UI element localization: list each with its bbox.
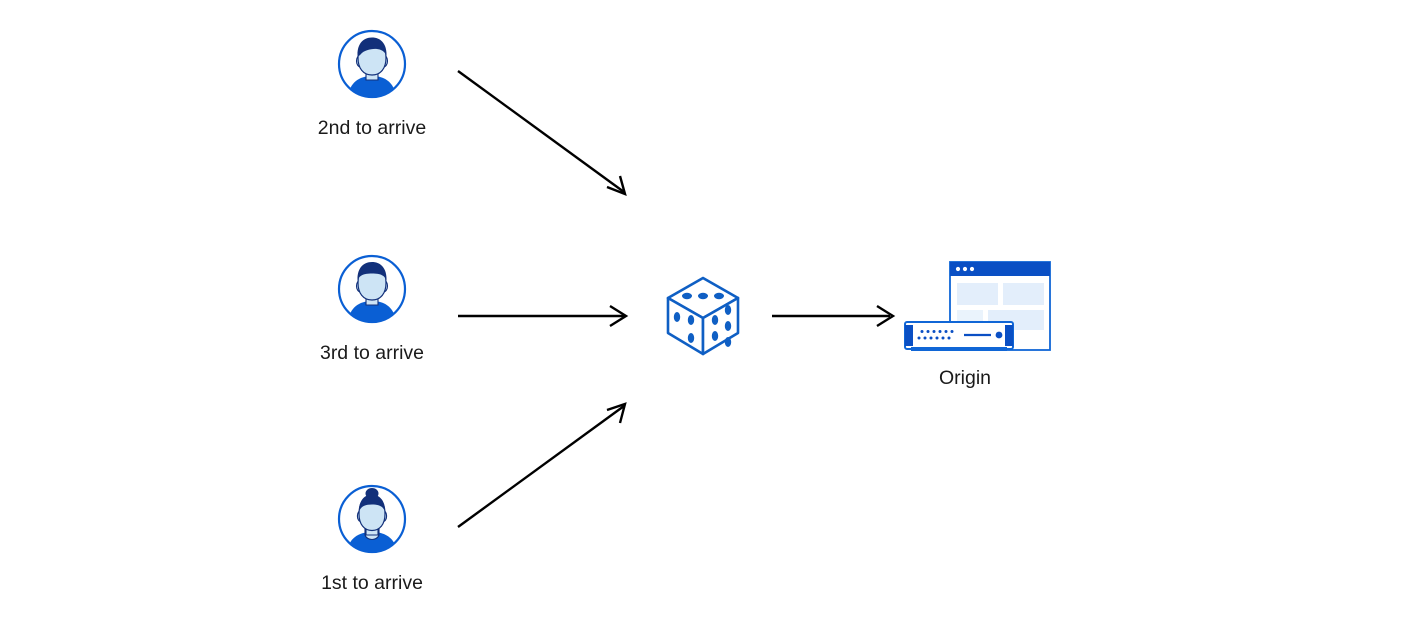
arrow-1st-to-dice [457,402,627,528]
dice-icon [658,270,748,365]
arrow-2nd-to-dice [457,70,627,196]
node-label-origin: Origin [938,367,992,389]
node-user-2nd[interactable]: 2nd to arrive [302,28,442,140]
node-origin[interactable]: Origin [875,258,1055,390]
user-avatar-female-icon [336,483,408,555]
node-label-user-2nd: 2nd to arrive [317,117,427,139]
user-avatar-male-icon [336,28,408,100]
node-randomizer[interactable] [658,270,748,360]
node-label-user-1st: 1st to arrive [321,572,423,594]
node-user-3rd[interactable]: 3rd to arrive [302,253,442,365]
user-avatar-male-icon [336,253,408,325]
arrow-3rd-to-dice [458,304,629,328]
origin-server-browser-icon [895,258,1051,358]
node-label-user-3rd: 3rd to arrive [319,342,425,364]
server-device [904,321,1014,351]
node-user-1st[interactable]: 1st to arrive [302,483,442,595]
